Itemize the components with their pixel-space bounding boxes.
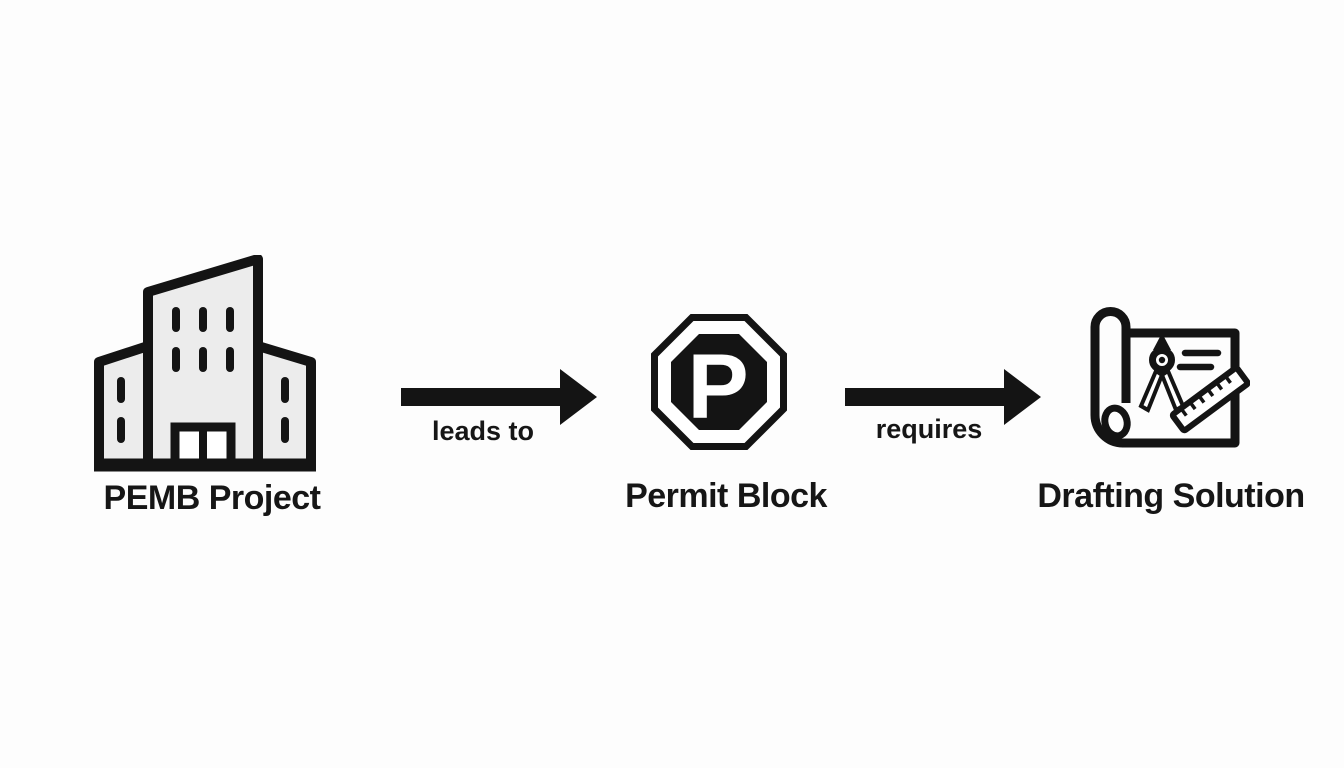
edge-label-leads-to: leads to bbox=[431, 416, 535, 446]
arrow-shape bbox=[845, 369, 1041, 425]
building-windows bbox=[117, 307, 289, 443]
blueprint-roll bbox=[1090, 307, 1131, 448]
node-label-pemb-project: PEMB Project bbox=[103, 479, 321, 517]
arrow-right-icon bbox=[401, 369, 597, 425]
building-right-wing bbox=[253, 341, 316, 470]
octagon-inner-fill bbox=[671, 334, 767, 430]
arrow-right-icon bbox=[845, 369, 1041, 425]
node-label-drafting-solution: Drafting Solution bbox=[1037, 477, 1305, 515]
permit-octagon-icon: P bbox=[651, 314, 787, 450]
drafting-blueprint-icon bbox=[1090, 307, 1250, 448]
ruler-icon bbox=[1169, 365, 1250, 434]
node-label-permit-block: Permit Block bbox=[625, 477, 827, 515]
blueprint-text-lines bbox=[1176, 349, 1222, 371]
blueprint-roll-curl bbox=[1101, 404, 1131, 440]
permit-letter: P bbox=[687, 336, 748, 438]
arrow-shape bbox=[401, 369, 597, 425]
edge-label-requires: requires bbox=[875, 414, 983, 444]
building-icon bbox=[94, 255, 316, 472]
building-left-wing bbox=[94, 341, 153, 470]
compass-icon bbox=[1138, 333, 1186, 413]
